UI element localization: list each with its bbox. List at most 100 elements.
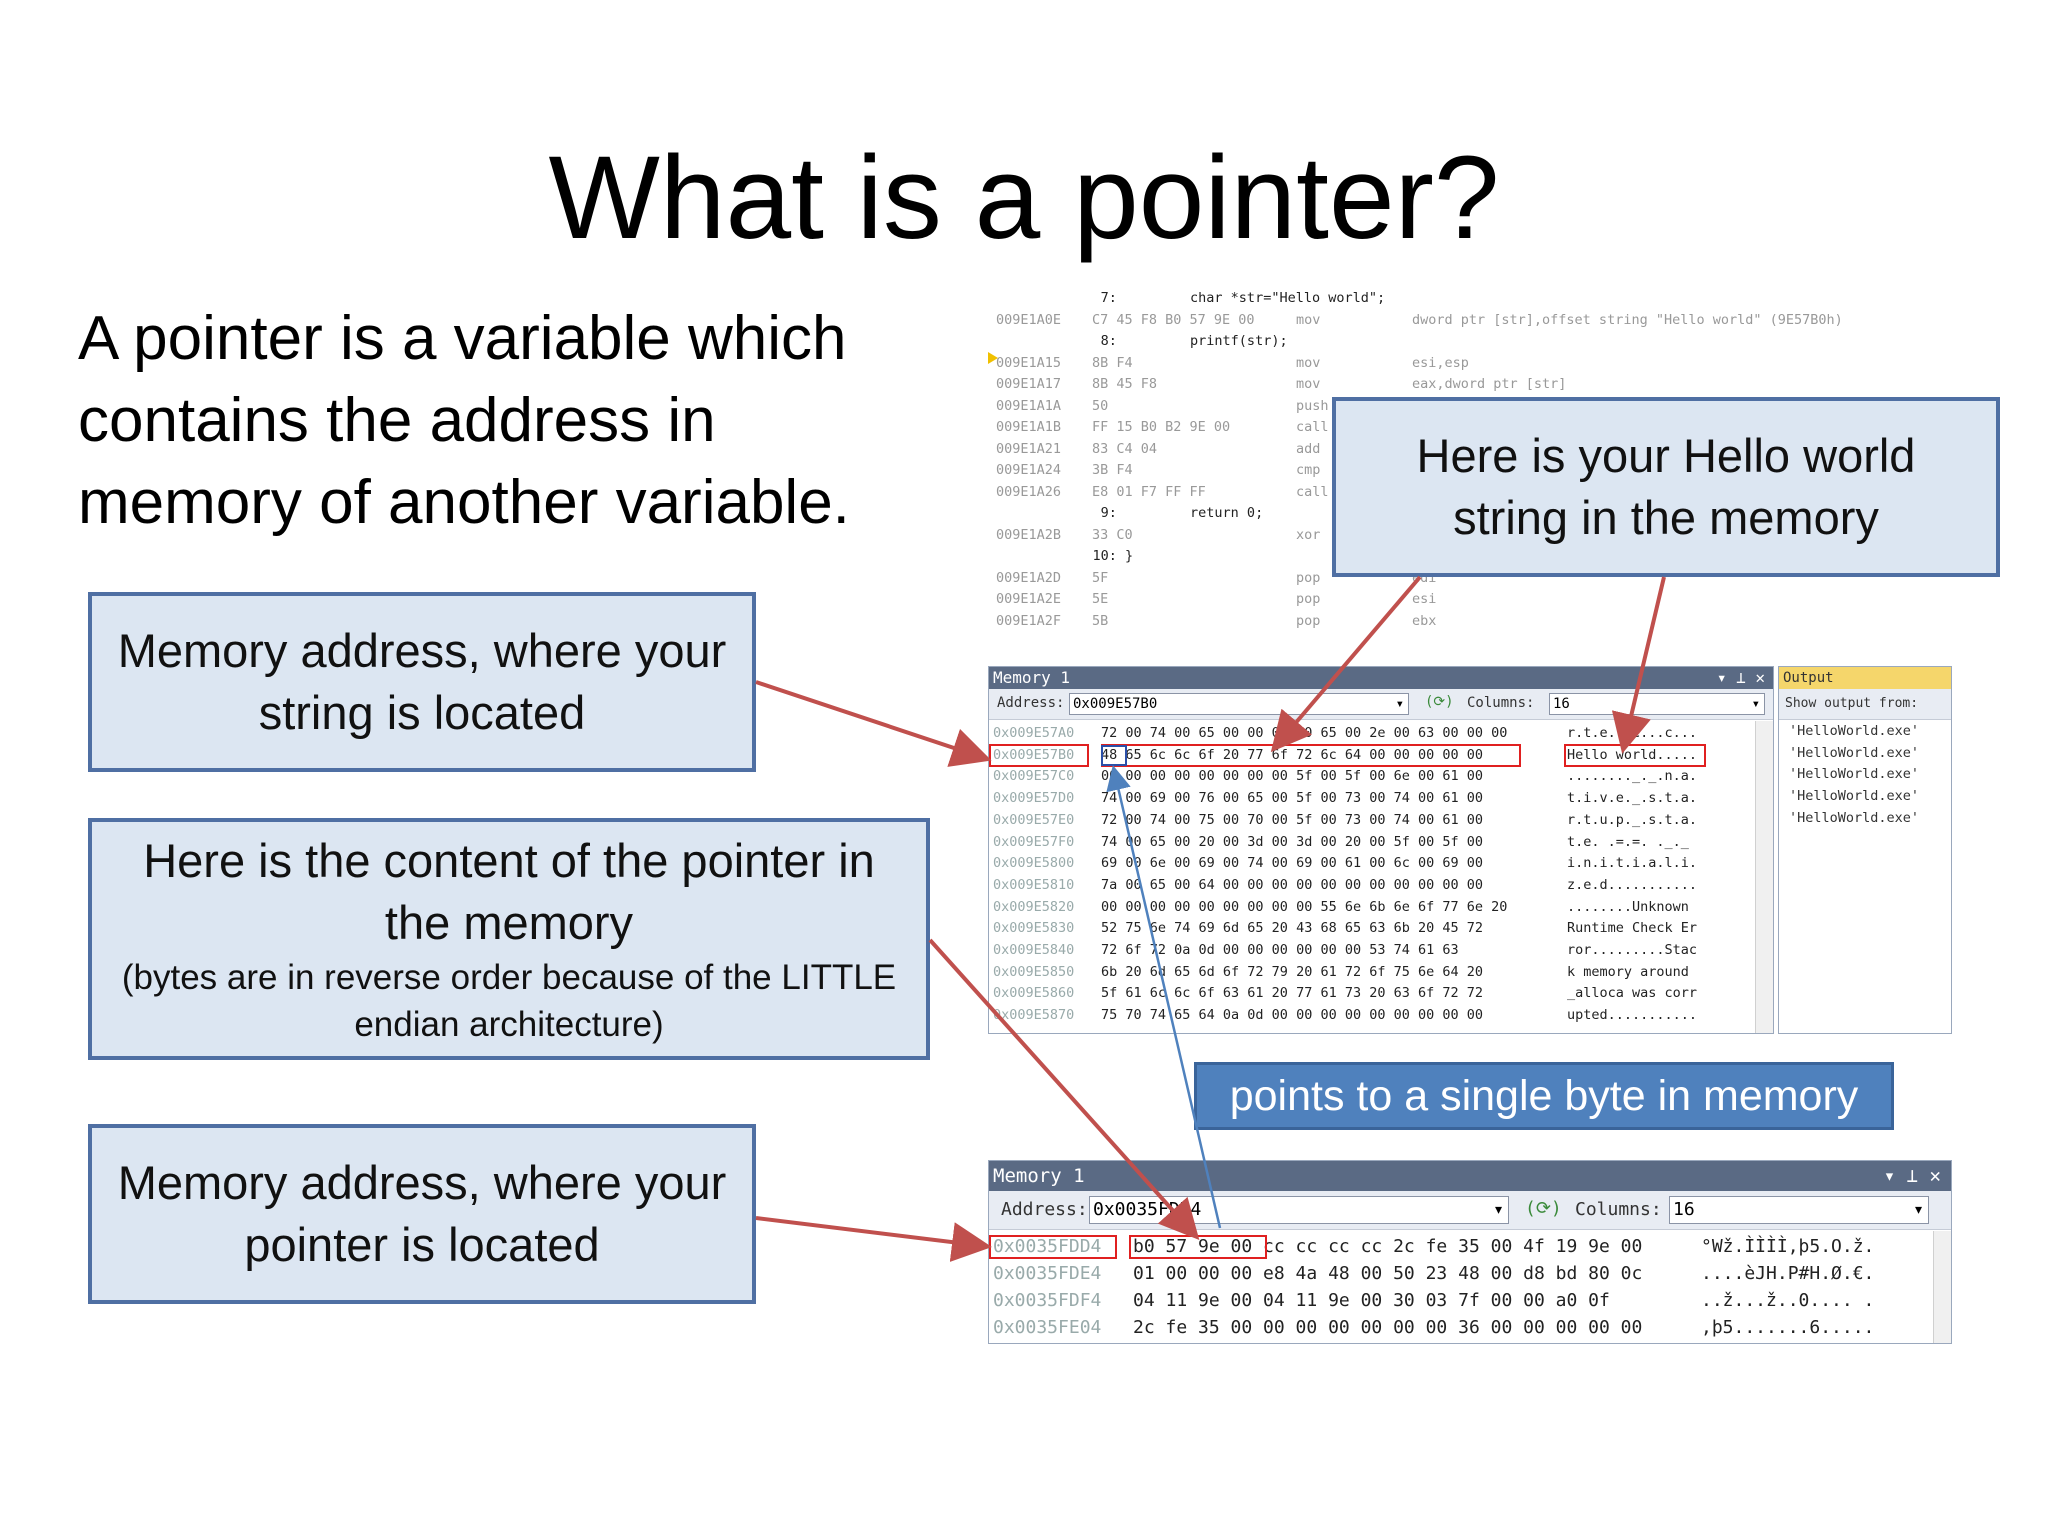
memory-chars: r.t.u.p._.s.t.a. [1567, 811, 1698, 828]
arrow-pointer-address [755, 1216, 992, 1262]
memory-bytes: 00 00 00 00 00 00 00 00 00 55 6e 6b 6e 6… [1101, 898, 1508, 915]
intro-text: A pointer is a variable which contains t… [78, 298, 918, 544]
address-value: 0x009E57B0 [1073, 696, 1158, 712]
output-line: 'HelloWorld.exe' [1789, 766, 1920, 783]
scrollbar[interactable] [1933, 1231, 1951, 1343]
output-line: 'HelloWorld.exe' [1789, 788, 1920, 805]
disasm-mn: mov [1296, 376, 1321, 392]
memory-bytes: 69 00 6e 00 69 00 74 00 69 00 61 00 6c 0… [1101, 855, 1484, 872]
callout-text: Memory address, where your [117, 624, 727, 677]
disasm-addr: 009E1A2B [996, 526, 1062, 543]
source-line: 10: } [1060, 548, 1134, 564]
window-title-text: Memory 1 [993, 668, 1071, 687]
disasm-addr: 009E1A1A [996, 397, 1062, 414]
columns-value: 16 [1673, 1199, 1695, 1220]
window-title-text: Memory 1 [993, 1165, 1085, 1187]
chevron-down-icon[interactable]: ▾ [1751, 696, 1760, 712]
chevron-down-icon[interactable]: ▾ [1395, 696, 1404, 712]
disasm-addr: 009E1A24 [996, 462, 1062, 478]
memory-window-title: Memory 1 ▾ ⊥ ✕ [989, 667, 1773, 689]
address-input[interactable]: 0x0035FDD4▾ [1089, 1196, 1509, 1224]
memory-chars: ror.........Stac [1567, 942, 1698, 958]
disasm-addr: 009E1A2E [996, 591, 1062, 607]
memory-addr: 0x009E57D0 [993, 790, 1075, 807]
disasm-mn: add [1296, 440, 1321, 457]
memory-bytes: 5f 61 6c 6c 6f 63 61 20 77 61 73 20 63 6… [1101, 985, 1484, 1002]
memory-addr: 0x009E5800 [993, 855, 1075, 872]
memory-bytes: 72 00 74 00 75 00 70 00 5f 00 73 00 74 0… [1101, 811, 1484, 828]
callout-text: Here is your Hello world [1416, 429, 1916, 482]
disasm-addr: 009E1A17 [996, 376, 1062, 392]
memory-addr: 0x009E57F0 [993, 833, 1075, 850]
callout-text: points to a single byte in memory [1229, 1072, 1859, 1120]
disasm-mn: push [1296, 397, 1329, 414]
memory-addr: 0x009E5830 [993, 920, 1075, 937]
memory-chars: k memory around [1567, 963, 1698, 980]
disasm-mn: cmp [1296, 462, 1321, 478]
source-line: 8: printf(str); [1060, 333, 1288, 349]
output-pane: Output Show output from: 'HelloWorld.exe… [1778, 666, 1952, 1034]
reevaluate-icon[interactable]: (⟳) [1425, 694, 1454, 710]
highlight-pointer-address [989, 1235, 1117, 1259]
chevron-down-icon[interactable]: ▾ [1493, 1199, 1504, 1220]
memory-bytes: 7a 00 65 00 64 00 00 00 00 00 00 00 00 0… [1101, 876, 1484, 893]
memory-addr: 0x009E5850 [993, 963, 1075, 980]
disasm-op: eax,dword ptr [str] [1412, 376, 1567, 392]
callout-text: Memory address, where your [117, 1156, 727, 1209]
columns-value: 16 [1553, 696, 1570, 712]
memory-addr: 0x009E5870 [993, 1007, 1075, 1024]
callout-note: (bytes are in reverse order because of t… [121, 958, 897, 997]
memory-bytes: 01 00 00 00 e8 4a 48 00 50 23 48 00 d8 b… [1133, 1263, 1643, 1284]
highlight-string-address [989, 744, 1089, 767]
disasm-mn: pop [1296, 591, 1321, 607]
disasm-bytes: 5E [1092, 591, 1109, 607]
source-line: 7: char *str="Hello world"; [1060, 290, 1386, 306]
chevron-down-icon[interactable]: ▾ [1913, 1199, 1924, 1220]
show-output-label: Show output from: [1785, 696, 1919, 711]
memory-bytes: 72 00 74 00 65 00 00 00 00 65 00 2e 00 6… [1101, 725, 1508, 741]
memory-addr: 0x0035FE04 [993, 1317, 1102, 1338]
disasm-mn: mov [1296, 311, 1321, 328]
disasm-mn: call [1296, 483, 1329, 500]
disasm-addr: 009E1A2D [996, 569, 1062, 586]
memory-chars: t.e. .=.=. ._._ [1567, 833, 1689, 850]
scrollbar[interactable] [1755, 721, 1773, 1033]
output-line: 'HelloWorld.exe' [1789, 723, 1920, 739]
callout-string-address: Memory address, where your string is loc… [88, 592, 756, 772]
disasm-addr: 009E1A1B [996, 419, 1062, 435]
columns-select[interactable]: 16 ▾ [1669, 1196, 1929, 1224]
disasm-mn: mov [1296, 354, 1321, 371]
highlight-string-bytes [1101, 744, 1521, 767]
disasm-mn: pop [1296, 612, 1321, 629]
intro-line: contains the address in [78, 386, 716, 455]
address-label: Address: [997, 695, 1065, 711]
reevaluate-icon[interactable]: (⟳) [1525, 1198, 1562, 1219]
memory-addr: 0x0035FDE4 [993, 1263, 1102, 1284]
disasm-bytes: 50 [1092, 397, 1109, 414]
highlight-first-byte [1101, 745, 1127, 766]
memory-addr: 0x009E57E0 [993, 811, 1075, 828]
memory-chars: ....èJH.P#H.Ø.€. [1701, 1263, 1875, 1284]
columns-select[interactable]: 16 ▾ [1549, 693, 1765, 715]
callout-pointer-address: Memory address, where your pointer is lo… [88, 1124, 756, 1304]
disasm-bytes: 8B 45 F8 [1092, 376, 1158, 392]
memory-toolbar: Address: 0x0035FDD4▾ (⟳) Columns: 16▾ [989, 1191, 1951, 1230]
disasm-mn: xor [1296, 526, 1321, 543]
memory-chars: ,þ5.......6..... [1701, 1317, 1875, 1338]
window-controls-icon[interactable]: ▾ ⊥ ✕ [1716, 668, 1765, 687]
memory-toolbar: Address: 0x009E57B0 ▾ (⟳) Columns: 16 ▾ [989, 689, 1773, 720]
window-controls-icon[interactable]: ▾ ⊥ ✕ [1883, 1165, 1941, 1187]
memory-window-title: Memory 1 ▾ ⊥ ✕ [989, 1161, 1951, 1191]
memory-bytes: 74 00 65 00 20 00 3d 00 3d 00 20 00 5f 0… [1101, 833, 1484, 850]
disasm-bytes: 5F [1092, 569, 1109, 586]
address-input[interactable]: 0x009E57B0 ▾ [1069, 693, 1409, 715]
memory-bytes: 72 6f 72 0a 0d 00 00 00 00 00 00 53 74 6… [1101, 942, 1459, 958]
disasm-bytes: 33 C0 [1092, 526, 1133, 543]
current-instruction-arrow-icon [988, 352, 998, 364]
disasm-addr: 009E1A15 [996, 354, 1062, 371]
memory-addr: 0x0035FDF4 [993, 1290, 1102, 1311]
columns-label: Columns: [1467, 695, 1535, 711]
memory-chars: °Wž.ÌÌÌÌ,þ5.O.ž. [1701, 1236, 1875, 1257]
memory-addr: 0x0035FDD4 [993, 1236, 1102, 1257]
memory-window-top: Memory 1 ▾ ⊥ ✕ Address: 0x009E57B0 ▾ (⟳) … [988, 666, 1774, 1034]
